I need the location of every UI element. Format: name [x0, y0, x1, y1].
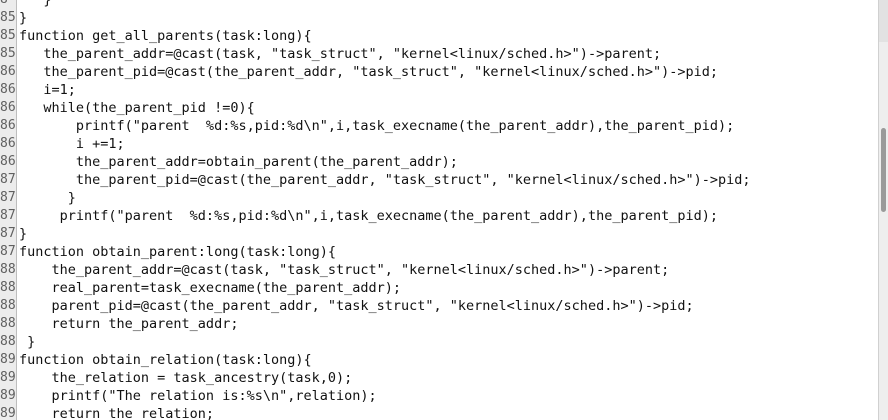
code-line[interactable]: the_parent_pid=@cast(the_parent_addr, "t… — [19, 64, 718, 80]
line-number: 85 — [0, 46, 16, 61]
code-line[interactable]: i +=1; — [19, 136, 125, 152]
scrollbar-thumb[interactable] — [881, 128, 886, 212]
code-line[interactable]: return the_parent_addr; — [19, 316, 239, 332]
code-line[interactable]: the_parent_pid=@cast(the_parent_addr, "t… — [19, 172, 751, 188]
code-line[interactable]: parent_pid=@cast(the_parent_addr, "task_… — [19, 298, 694, 314]
line-number: 8 — [0, 0, 8, 9]
line-number: 86 — [0, 154, 16, 169]
code-line[interactable]: } — [19, 226, 28, 242]
code-line[interactable]: printf("parent %d:%s,pid:%d\n",i,task_ex… — [19, 208, 718, 224]
line-number: 87 — [0, 208, 16, 223]
gutter-divider — [16, 0, 17, 420]
line-number: 86 — [0, 118, 16, 133]
line-number: 88 — [0, 280, 16, 295]
line-number: 89 — [0, 370, 16, 385]
line-number: 85 — [0, 10, 16, 25]
code-line[interactable]: return the_relation; — [19, 406, 215, 420]
line-number: 89 — [0, 388, 16, 403]
line-number: 88 — [0, 262, 16, 277]
code-line[interactable]: } — [19, 0, 52, 8]
code-line[interactable]: printf("parent %d:%s,pid:%d\n",i,task_ex… — [19, 118, 735, 134]
line-number: 87 — [0, 226, 16, 241]
code-line[interactable]: } — [19, 334, 36, 350]
code-line[interactable]: real_parent=task_execname(the_parent_add… — [19, 280, 402, 296]
line-number: 88 — [0, 334, 16, 349]
line-number: 89 — [0, 352, 16, 367]
line-number: 86 — [0, 64, 16, 79]
line-number: 86 — [0, 100, 16, 115]
line-number: 87 — [0, 172, 16, 187]
code-line[interactable]: printf("The relation is:%s\n",relation); — [19, 388, 377, 404]
code-line[interactable]: function get_all_parents(task:long){ — [19, 28, 312, 44]
code-line[interactable]: while(the_parent_pid !=0){ — [19, 100, 255, 116]
code-line[interactable]: the_parent_addr=obtain_parent(the_parent… — [19, 154, 458, 170]
code-line[interactable]: } — [19, 190, 76, 206]
line-number: 86 — [0, 82, 16, 97]
code-line[interactable]: the_parent_addr=@cast(task, "task_struct… — [19, 46, 662, 62]
line-number: 85 — [0, 28, 16, 43]
code-line[interactable]: function obtain_parent:long(task:long){ — [19, 244, 336, 260]
vertical-scrollbar[interactable] — [878, 0, 888, 420]
line-number-gutter: 8858585868686868686878787878788888888888… — [0, 0, 16, 420]
line-number: 89 — [0, 406, 16, 420]
code-line[interactable]: the_relation = task_ancestry(task,0); — [19, 370, 353, 386]
scrollbar-track-top — [879, 0, 888, 42]
code-editor[interactable]: }} function get_all_parents(task:long){ t… — [17, 0, 878, 420]
line-number: 86 — [0, 136, 16, 151]
line-number: 87 — [0, 190, 16, 205]
line-number: 88 — [0, 298, 16, 313]
line-number: 87 — [0, 244, 16, 259]
code-line[interactable]: } — [19, 10, 28, 26]
code-line[interactable]: the_parent_addr=@cast(task, "task_struct… — [19, 262, 670, 278]
code-line[interactable]: function obtain_relation(task:long){ — [19, 352, 312, 368]
line-number: 88 — [0, 316, 16, 331]
code-line[interactable]: i=1; — [19, 82, 76, 98]
